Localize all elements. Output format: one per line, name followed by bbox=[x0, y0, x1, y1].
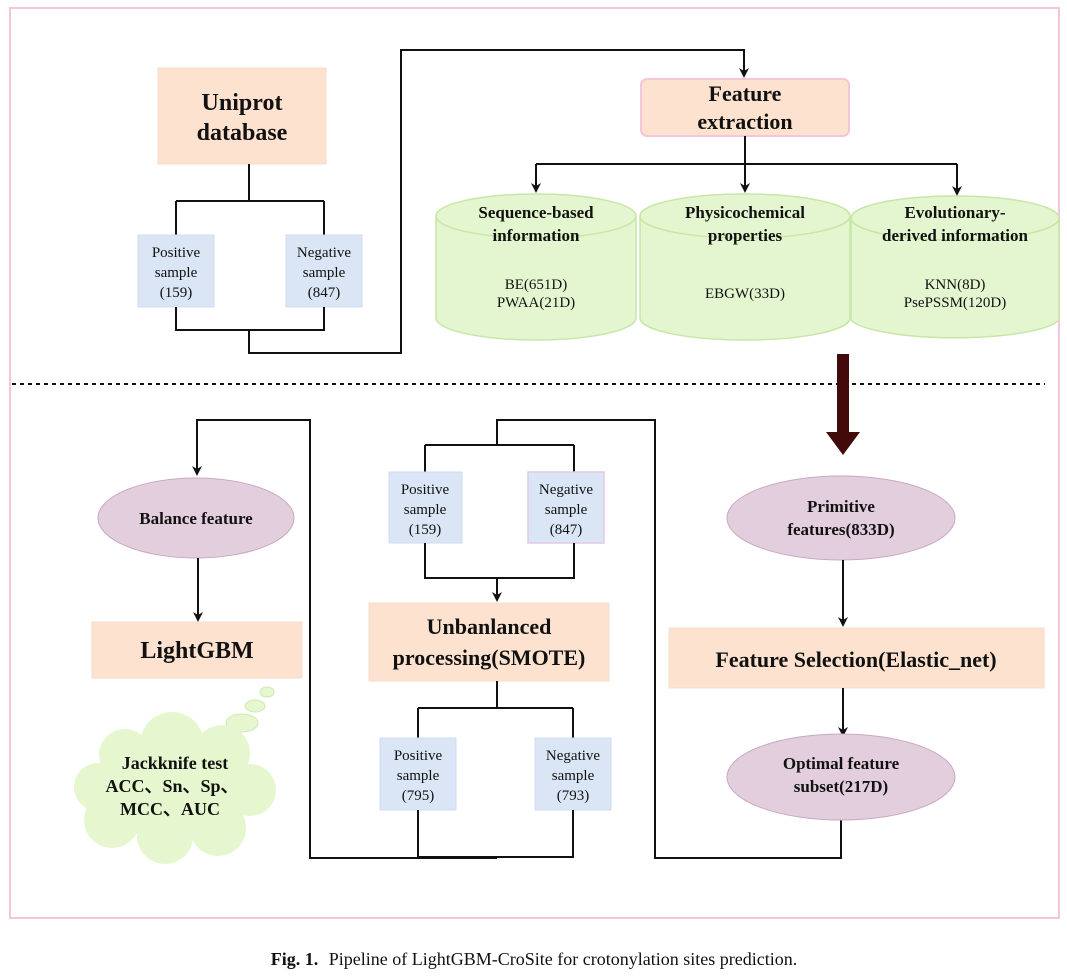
feature-extraction-line2: extraction bbox=[697, 109, 792, 134]
top-positive-line3: (159) bbox=[160, 285, 193, 301]
optimal-line1: Optimal feature bbox=[783, 754, 900, 773]
mid-positive-out-box bbox=[379, 737, 457, 811]
cylinder-evolutionary bbox=[850, 195, 1060, 339]
feature-selection-box bbox=[668, 627, 1045, 689]
caption-text: Pipeline of LightGBM-CroSite for crotony… bbox=[329, 949, 797, 969]
uniprot-label-line1: Uniprot bbox=[202, 90, 283, 116]
top-positive-line2: sample bbox=[155, 265, 198, 281]
optimal-line2: subset(217D) bbox=[794, 777, 888, 796]
big-down-arrow bbox=[826, 354, 860, 455]
mid-negative-in-line2: sample bbox=[545, 502, 588, 518]
uniprot-database-box bbox=[157, 67, 327, 165]
mid-negative-out-line1: Negative bbox=[546, 748, 600, 764]
mid-negative-out-line3: (793) bbox=[557, 788, 590, 804]
cylinder-sequence-title-line1: Sequence-based bbox=[478, 203, 594, 222]
feature-extraction-branch-connector bbox=[536, 136, 957, 165]
mid-positive-out-line3: (795) bbox=[402, 788, 435, 804]
top-negative-line3: (847) bbox=[308, 285, 341, 301]
cylinder-sequence-body-line1: BE(651D) bbox=[505, 277, 568, 293]
optimal-feature-ellipse bbox=[726, 733, 956, 821]
cylinder-evolutionary-body-line1: KNN(8D) bbox=[925, 277, 986, 293]
mid-positive-in-line3: (159) bbox=[409, 522, 442, 538]
mid-negative-in-line1: Negative bbox=[539, 482, 593, 498]
mid-positive-in-line1: Positive bbox=[401, 482, 450, 498]
thought-bubble-large bbox=[225, 713, 259, 733]
mid-positive-out-line2: sample bbox=[397, 768, 440, 784]
to-smote-input-connector bbox=[424, 419, 842, 859]
smote-to-balance-feature-connector bbox=[197, 419, 574, 859]
top-negative-sample-box bbox=[285, 234, 363, 308]
mid-negative-in-box bbox=[527, 471, 605, 544]
cylinder-evolutionary-title-line1: Evolutionary- bbox=[904, 203, 1005, 222]
primitive-line2: features(833D) bbox=[787, 520, 894, 539]
mid-positive-in-box bbox=[388, 471, 463, 544]
cylinder-sequence-based bbox=[435, 193, 637, 341]
smote-line1: Unbanlanced bbox=[427, 614, 552, 639]
cylinder-physicochemical-title-line1: Physicochemical bbox=[685, 203, 805, 222]
balance-feature-ellipse bbox=[97, 477, 295, 559]
figure-frame bbox=[9, 7, 1060, 919]
mid-negative-out-line2: sample bbox=[552, 768, 595, 784]
lightgbm-box bbox=[91, 621, 303, 679]
jackknife-line1: Jackknife test bbox=[122, 753, 229, 773]
mid-negative-in-line3: (847) bbox=[550, 522, 583, 538]
cylinder-evolutionary-title-line2: derived information bbox=[882, 226, 1028, 245]
feature-extraction-line1: Feature bbox=[709, 81, 782, 106]
samples-to-smote-connector bbox=[424, 543, 575, 600]
primitive-line1: Primitive bbox=[807, 497, 875, 516]
cylinder-physicochemical-title-line2: properties bbox=[708, 226, 783, 245]
top-negative-line2: sample bbox=[303, 265, 346, 281]
smote-split-connector bbox=[417, 681, 574, 738]
lightgbm-label: LightGBM bbox=[140, 638, 253, 664]
cylinder-sequence-body-line2: PWAA(21D) bbox=[497, 295, 575, 311]
thought-bubble-small bbox=[259, 686, 275, 698]
smote-line2: processing(SMOTE) bbox=[393, 645, 586, 670]
mid-positive-out-line1: Positive bbox=[394, 748, 443, 764]
samples-to-feature-extraction-connector bbox=[175, 49, 744, 354]
uniprot-label-line2: database bbox=[197, 120, 288, 146]
balance-feature-label: Balance feature bbox=[139, 509, 253, 528]
feature-selection-label: Feature Selection(Elastic_net) bbox=[715, 647, 996, 672]
jackknife-line3: MCC、AUC bbox=[120, 799, 220, 819]
cylinder-physicochemical bbox=[639, 193, 851, 341]
top-negative-line1: Negative bbox=[297, 245, 351, 261]
cylinder-evolutionary-body-line2: PsePSSM(120D) bbox=[904, 295, 1007, 311]
uniprot-split-connector bbox=[175, 164, 325, 235]
primitive-features-ellipse bbox=[726, 475, 956, 561]
jackknife-cloud bbox=[74, 712, 276, 864]
cylinder-sequence-title-line2: information bbox=[493, 226, 580, 245]
jackknife-line2: ACC、Sn、Sp、 bbox=[105, 776, 238, 796]
smote-box bbox=[368, 602, 610, 682]
thought-bubble-medium bbox=[244, 699, 266, 713]
figure-caption: Fig. 1. Pipeline of LightGBM-CroSite for… bbox=[271, 949, 797, 969]
cylinder-physicochemical-body-line1: EBGW(33D) bbox=[705, 286, 785, 302]
caption-label: Fig. 1. bbox=[271, 949, 319, 969]
top-positive-line1: Positive bbox=[152, 245, 201, 261]
mid-positive-in-line2: sample bbox=[404, 502, 447, 518]
mid-negative-out-box bbox=[534, 737, 612, 811]
